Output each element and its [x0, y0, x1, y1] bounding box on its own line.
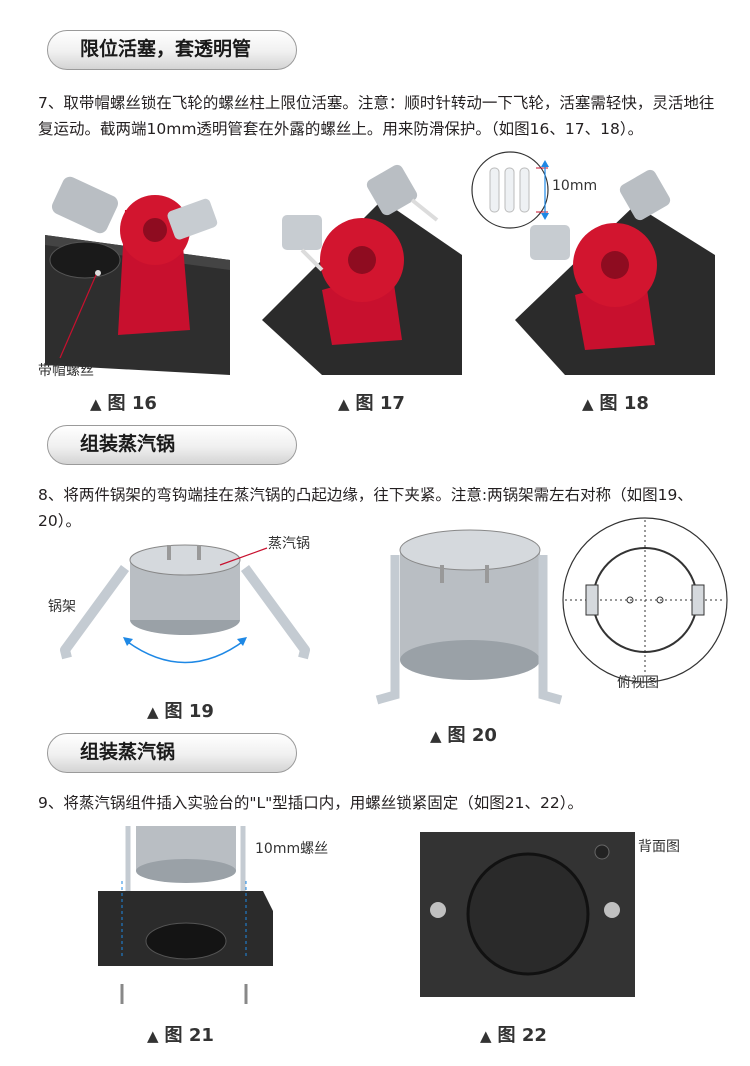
figure-18-engine	[515, 169, 715, 375]
caption-fig-19: ▲图 19	[147, 701, 214, 722]
caption-fig-17: ▲图 17	[338, 393, 405, 414]
caption-fig-22: ▲图 22	[480, 1025, 547, 1046]
figure-16-engine	[45, 176, 230, 375]
screw-10mm-label: 10mm螺丝	[255, 841, 329, 857]
figure-22-back-view	[420, 832, 635, 997]
figure-20-boiler	[375, 529, 563, 705]
triangle-bullet-icon: ▲	[430, 727, 442, 745]
back-view-label: 背面图	[638, 839, 680, 855]
caption-fig-18: ▲图 18	[582, 393, 649, 414]
figure-21-install	[98, 826, 273, 1004]
triangle-bullet-icon: ▲	[147, 1027, 159, 1045]
tube-length-label: 10mm	[552, 178, 598, 194]
section-title-boiler-1: 组装蒸汽锅	[47, 425, 297, 465]
caption-fig-20: ▲图 20	[430, 725, 497, 746]
caption-fig-16: ▲图 16	[90, 393, 157, 414]
tube-detail-circle	[471, 151, 549, 229]
caption-fig-21: ▲图 21	[147, 1025, 214, 1046]
top-view-label: 俯视图	[617, 675, 659, 691]
section-title-piston: 限位活塞，套透明管	[47, 30, 297, 70]
instruction-step-8: 8、将两件锅架的弯钩端挂在蒸汽锅的凸起边缘，往下夹紧。注意:两锅架需左右对称（如…	[38, 486, 693, 530]
triangle-bullet-icon: ▲	[582, 395, 594, 413]
triangle-bullet-icon: ▲	[480, 1027, 492, 1045]
triangle-bullet-icon: ▲	[147, 703, 159, 721]
figure-17-engine	[262, 164, 462, 375]
bracket-label: 锅架	[48, 599, 76, 615]
triangle-bullet-icon: ▲	[338, 395, 350, 413]
top-view-circle	[562, 517, 728, 683]
tube-length-arrow	[541, 160, 549, 220]
cap-screw-label: 带帽螺丝	[38, 363, 94, 379]
instruction-step-9: 9、将蒸汽锅组件插入实验台的"L"型插口内，用螺丝锁紧固定（如图21、22）。	[38, 794, 583, 812]
section-title-boiler-2: 组装蒸汽锅	[47, 733, 297, 773]
figure-19-boiler	[60, 544, 310, 664]
cap-screw-leader	[59, 274, 97, 359]
triangle-bullet-icon: ▲	[90, 395, 102, 413]
boiler-label: 蒸汽锅	[268, 536, 310, 552]
instruction-step-7: 7、取带帽螺丝锁在飞轮的螺丝柱上限位活塞。注意：顺时针转动一下飞轮，活塞需轻快，…	[38, 94, 715, 138]
